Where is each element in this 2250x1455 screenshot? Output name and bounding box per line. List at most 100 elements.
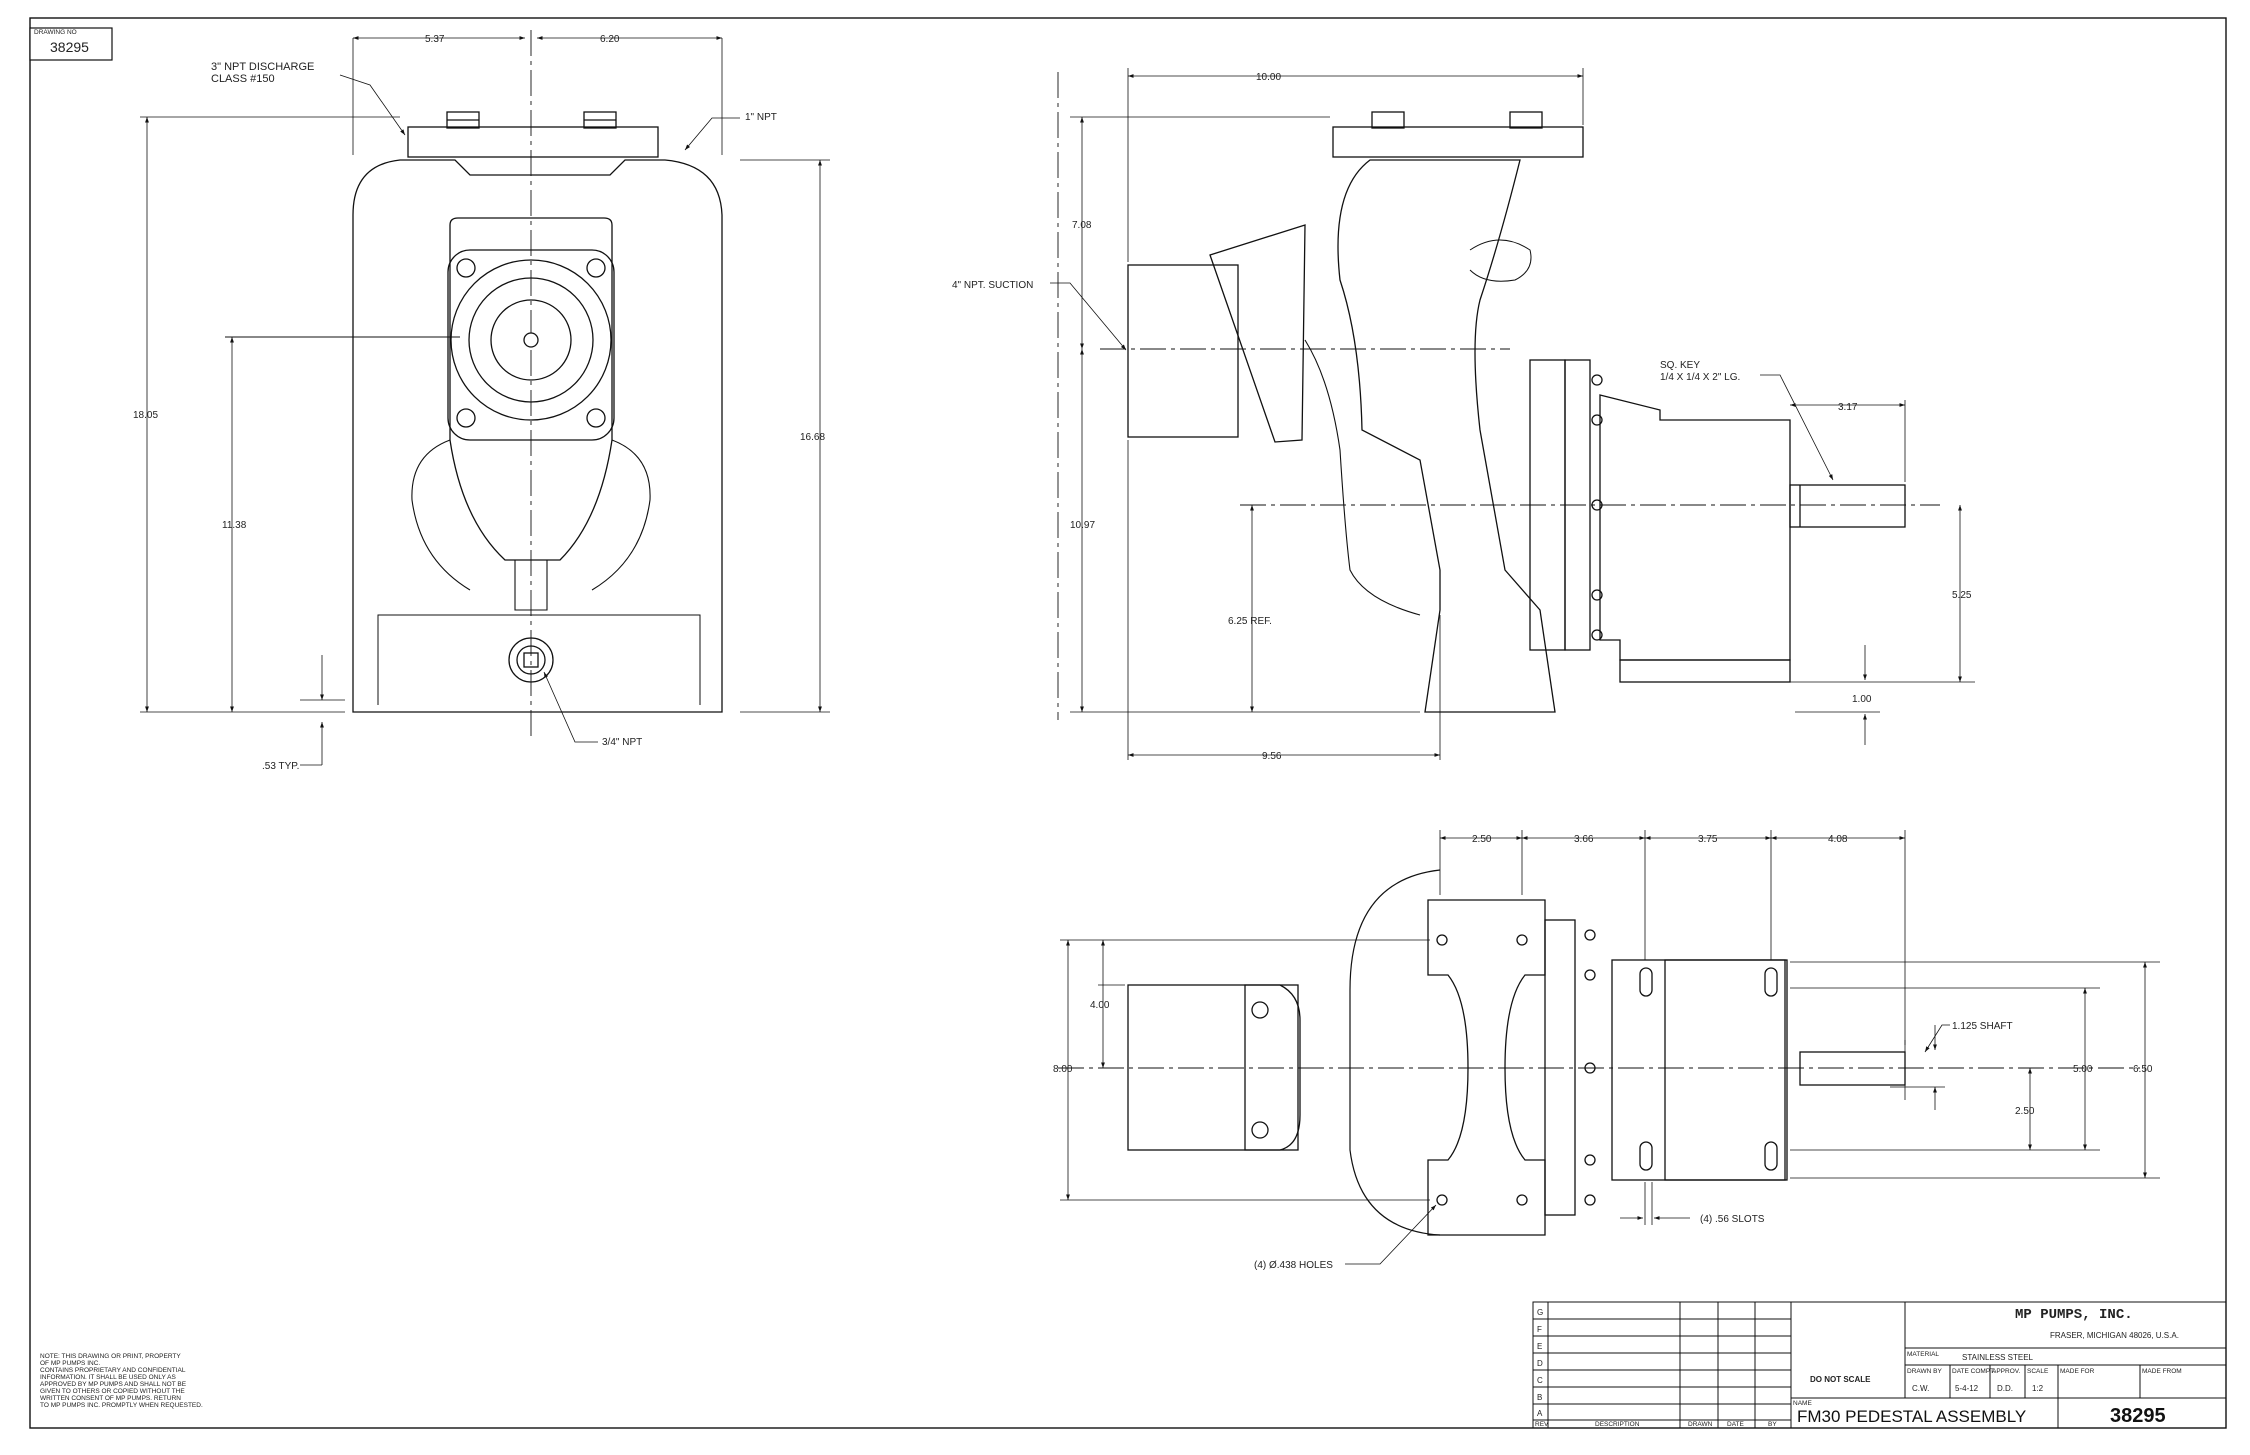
pedestal — [1599, 394, 1791, 661]
discharge-flange — [407, 126, 659, 158]
rev-letter: G — [1537, 1308, 1543, 1317]
side-view-labels: 10.00 7.08 10.97 4" NPT. SUCTION SQ. KEY… — [952, 72, 1972, 762]
plan-view-labels: 2.50 3.66 3.75 4.08 4.00 8.00 1.125 SHAF… — [1053, 834, 2153, 1271]
cover-bolt — [456, 408, 476, 428]
cover-bolt — [586, 408, 606, 428]
note-line: INFORMATION. IT SHALL BE USED ONLY AS — [40, 1374, 176, 1381]
drain-plug — [516, 645, 546, 675]
rev-letter: D — [1537, 1359, 1543, 1368]
cover-plate — [449, 217, 613, 561]
dim-ref-height: 6.25 REF. — [1228, 616, 1272, 627]
material-value: STAINLESS STEEL — [1962, 1353, 2034, 1362]
note-line: GIVEN TO OTHERS OR COPIED WITHOUT THE — [40, 1388, 185, 1395]
date-header: DATE — [1727, 1421, 1745, 1428]
dim-total-width: 8.00 — [1053, 1064, 1073, 1075]
side-discharge-flange — [1332, 126, 1584, 158]
date-label: DATE COMPT. — [1952, 1368, 1995, 1375]
approved-label: APPROV. — [1992, 1368, 2020, 1375]
description-header: DESCRIPTION — [1595, 1421, 1640, 1428]
dim-a: 2.50 — [1472, 834, 1492, 845]
note-line: WRITTEN CONSENT OF MP PUMPS. RETURN — [40, 1395, 181, 1402]
dim-pedestal-half: 2.50 — [2015, 1106, 2035, 1117]
note-line: APPROVED BY MP PUMPS AND SHALL NOT BE — [40, 1381, 187, 1388]
pump-casing — [352, 159, 723, 713]
front-view-labels: 5.37 6.20 3" NPT DISCHARGE CLASS #150 1"… — [133, 34, 825, 772]
rev-letter: B — [1537, 1393, 1542, 1402]
drawing-number: 38295 — [50, 39, 89, 55]
title-block — [1790, 1301, 2227, 1429]
impeller-housing-outer — [450, 259, 612, 421]
dim-upper-height: 7.08 — [1072, 220, 1092, 231]
date-value: 5-4-12 — [1955, 1384, 1979, 1393]
npt-top-note: 1" NPT — [745, 112, 777, 123]
suction-note: 4" NPT. SUCTION — [952, 280, 1033, 291]
plan-bracket — [1427, 899, 1546, 1236]
dim-total-height: 18.05 — [133, 410, 158, 421]
material-label: MATERIAL — [1907, 1351, 1939, 1358]
rev-letter: E — [1537, 1342, 1542, 1351]
dim-center-height: 11.38 — [222, 520, 247, 531]
dim-half-width: 4.00 — [1090, 1000, 1110, 1011]
made-for-label: MADE FOR — [2060, 1368, 2095, 1375]
rev-letter: A — [1537, 1409, 1543, 1418]
cover-bolt — [586, 258, 606, 278]
drawn-header: DRAWN — [1688, 1421, 1713, 1428]
dim-width-left: 5.37 — [425, 34, 445, 45]
note-line: CONTAINS PROPRIETARY AND CONFIDENTIAL — [40, 1367, 186, 1374]
note-line: TO MP PUMPS INC. PROMPTLY WHEN REQUESTED… — [40, 1402, 203, 1409]
slot — [1639, 1141, 1653, 1171]
foot-thickness-note: .53 TYP. — [262, 761, 299, 772]
company-name: MP PUMPS, INC. — [2015, 1307, 2133, 1323]
side-view — [1050, 68, 1975, 760]
slot — [1639, 967, 1653, 997]
rev-letter: F — [1537, 1325, 1542, 1334]
dim-width-right: 6.20 — [600, 34, 620, 45]
plan-pedestal-base — [1611, 959, 1788, 1181]
slot — [1764, 967, 1778, 997]
dim-shaft-extension: 3.17 — [1838, 402, 1858, 413]
discharge-note-2: CLASS #150 — [211, 73, 275, 85]
dim-shaft-height: 5.25 — [1952, 590, 1972, 601]
drain-plug-outer — [508, 637, 554, 683]
note-line: NOTE: THIS DRAWING OR PRINT, PROPERTY — [40, 1353, 181, 1360]
impeller-housing-inner — [468, 277, 594, 403]
plan-suction-pipe — [1127, 984, 1299, 1151]
plan-view — [1058, 830, 2160, 1265]
front-view — [140, 30, 830, 766]
dim-lower-height: 10.97 — [1070, 520, 1095, 531]
side-casing — [1337, 159, 1556, 713]
note-line: OF MP PUMPS INC. — [40, 1360, 100, 1367]
plan-shaft — [1799, 1051, 1906, 1086]
scale-label: SCALE — [2027, 1368, 2049, 1375]
key-note-1: SQ. KEY — [1660, 360, 1700, 371]
key-note-2: 1/4 X 1/4 X 2" LG. — [1660, 372, 1740, 383]
title-block-text: MP PUMPS, INC. FRASER, MICHIGAN 48026, U… — [1793, 1307, 2182, 1427]
pedestal-foot — [1619, 659, 1791, 683]
assembly-name: FM30 PEDESTAL ASSEMBLY — [1797, 1407, 2026, 1426]
scale-value: 1:2 — [2032, 1384, 2044, 1393]
plan-volute — [1349, 869, 1441, 1236]
made-from-label: MADE FROM — [2142, 1368, 2182, 1375]
shaft-diameter-note: 1.125 SHAFT — [1952, 1021, 2013, 1032]
dim-overall-width: 6.50 — [2133, 1064, 2153, 1075]
title-drawing-number: 38295 — [2110, 1405, 2166, 1427]
drain-npt-note: 3/4" NPT — [602, 737, 642, 748]
drawn-by-label: DRAWN BY — [1907, 1368, 1942, 1375]
company-address: FRASER, MICHIGAN 48026, U.S.A. — [2050, 1331, 2179, 1340]
sheet-border — [29, 17, 2227, 1429]
name-label: NAME — [1793, 1400, 1812, 1407]
by-header: BY — [1768, 1421, 1777, 1428]
confidentiality-note: NOTE: THIS DRAWING OR PRINT, PROPERTY OF… — [40, 1353, 203, 1409]
slots-note: (4) .56 SLOTS — [1700, 1214, 1765, 1225]
revision-block — [1532, 1301, 1792, 1429]
dim-body-height: 16.68 — [800, 432, 825, 443]
revision-labels: G F E D C B A REV DESCRIPTION DRAWN DATE… — [1535, 1308, 1777, 1428]
slot — [1764, 1141, 1778, 1171]
drawing-number-label: DRAWING NO — [34, 29, 77, 36]
rev-letter: C — [1537, 1376, 1543, 1385]
dim-base-offset: 1.00 — [1852, 694, 1872, 705]
do-not-scale: DO NOT SCALE — [1810, 1375, 1871, 1384]
discharge-note-1: 3" NPT DISCHARGE — [211, 61, 314, 73]
rev-header: REV — [1535, 1421, 1549, 1428]
